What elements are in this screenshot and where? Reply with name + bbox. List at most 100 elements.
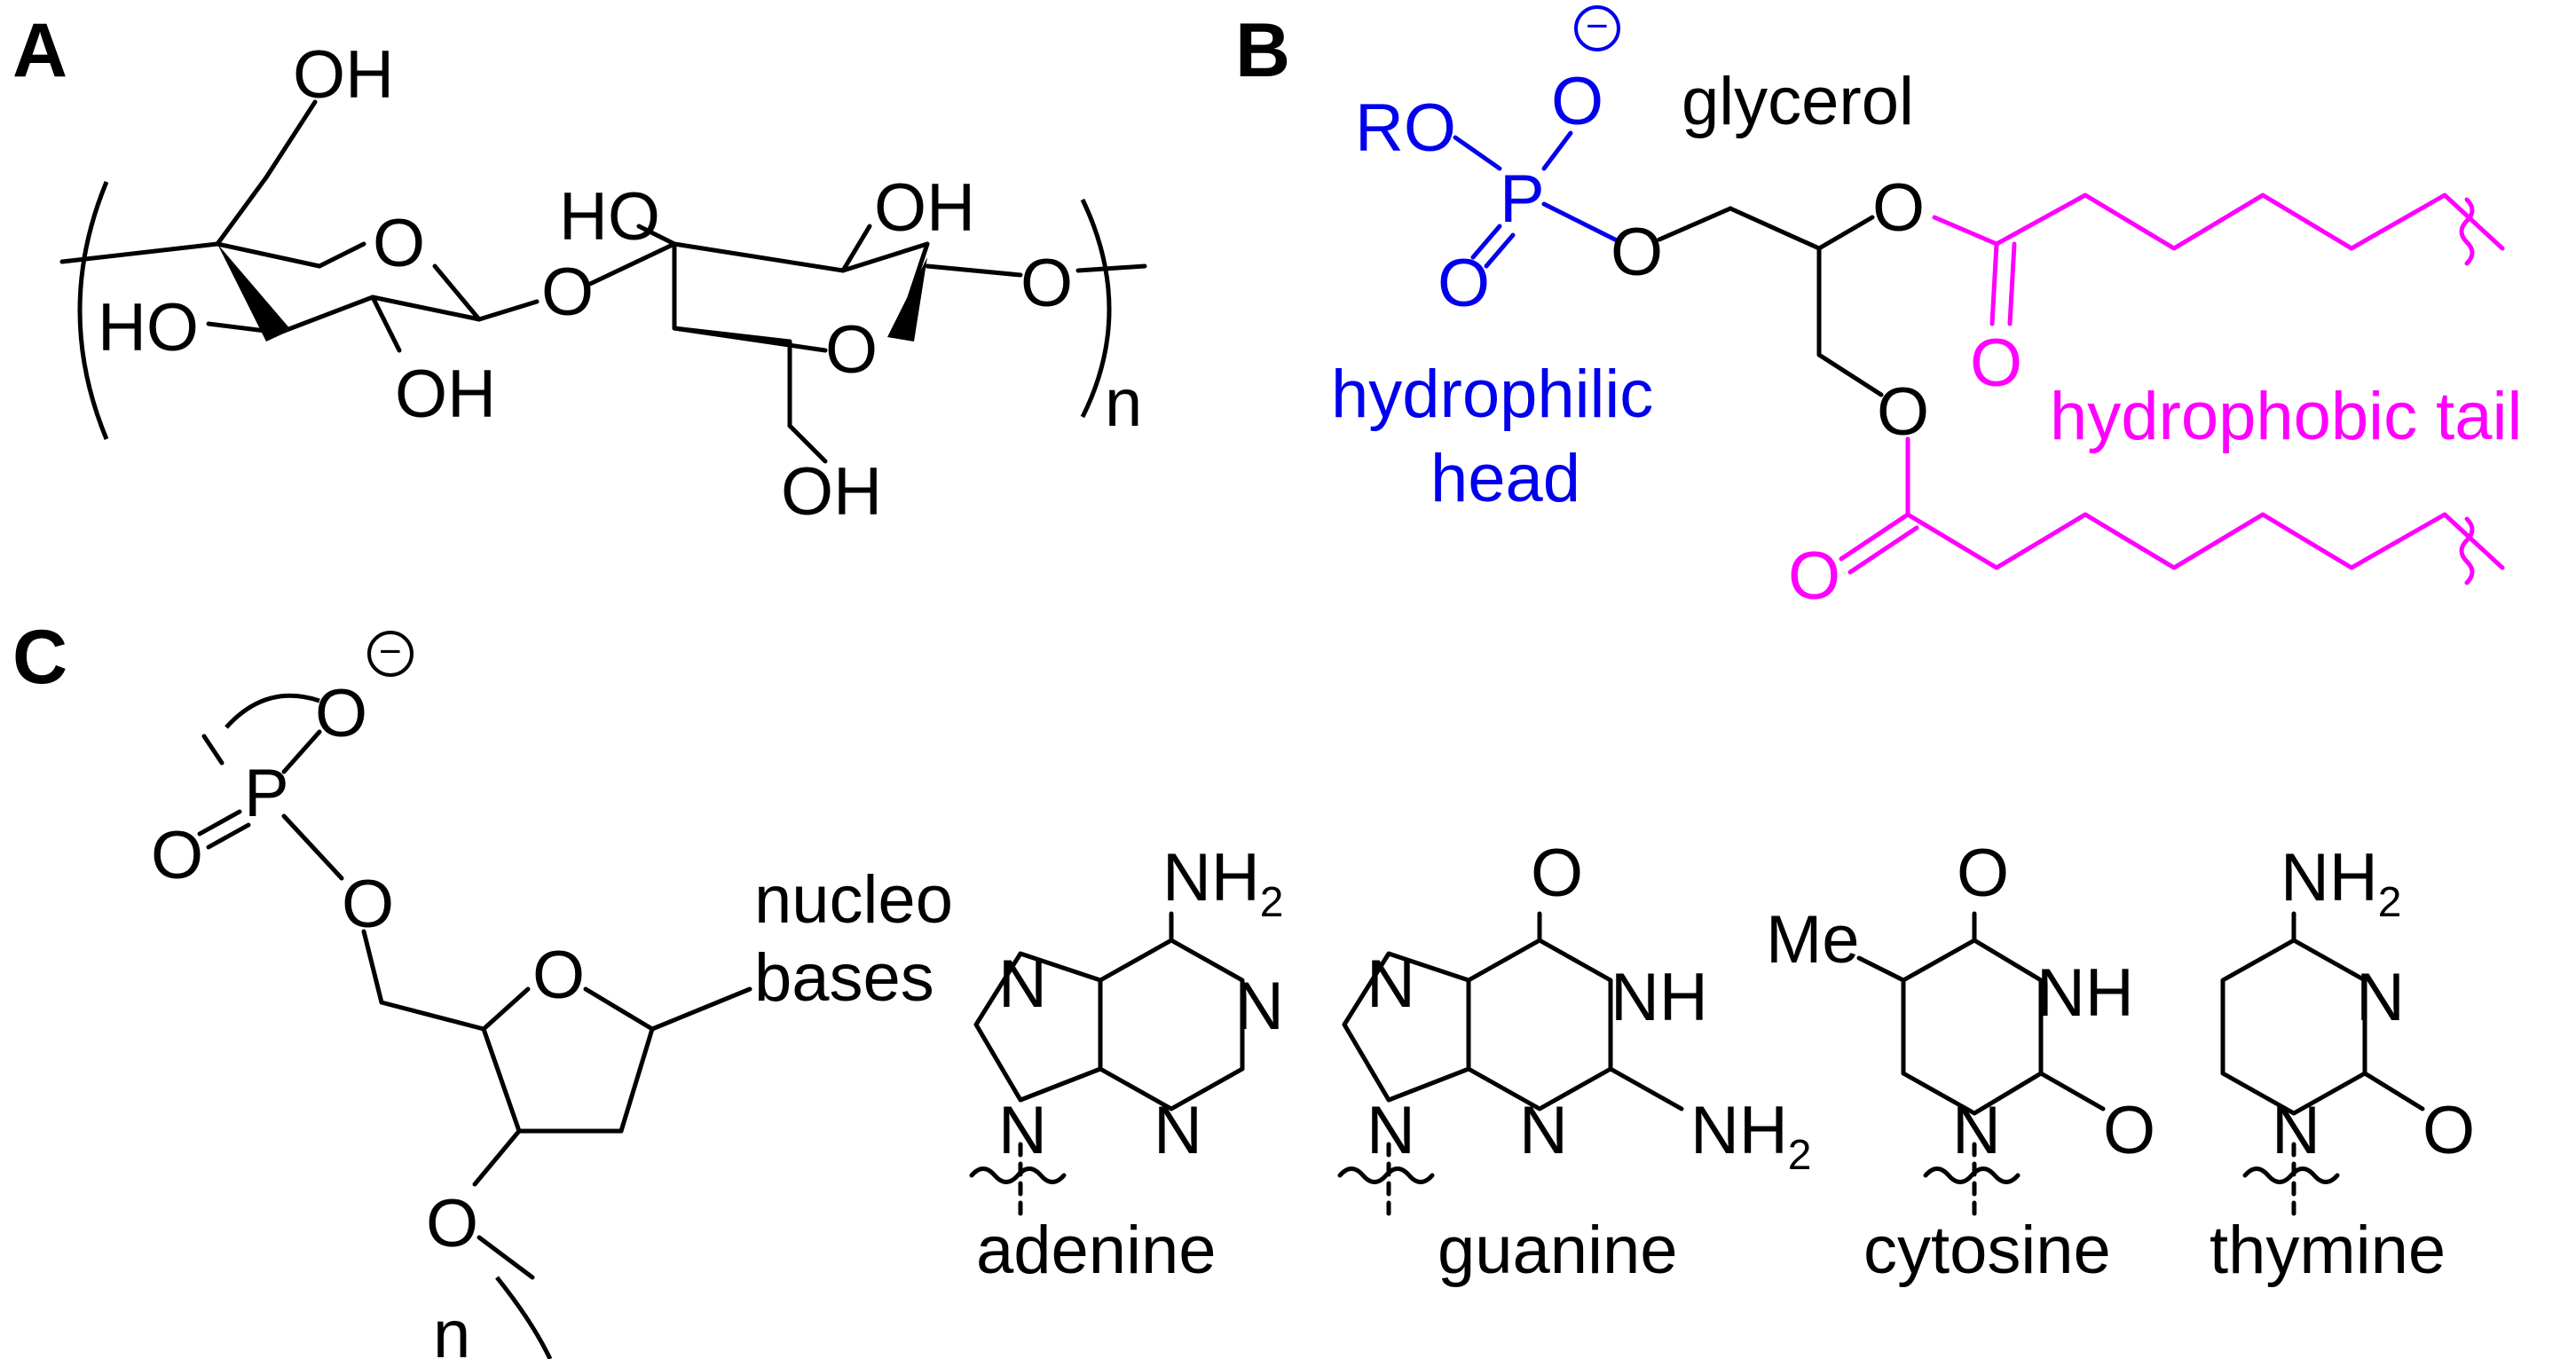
guanine-structure: O N NH N NH2 N guanine	[1337, 836, 1811, 1288]
thymine-label: thymine	[2210, 1213, 2446, 1288]
nitrogen: N	[1154, 1093, 1202, 1168]
fatty-chain-1	[1994, 192, 2505, 251]
nitrogen: N	[1952, 1093, 2001, 1168]
truncation-squiggle-icon	[2459, 516, 2475, 585]
ester-oxygen: O	[426, 1186, 478, 1261]
bond	[840, 241, 930, 273]
methyl-group: Me	[1766, 902, 1860, 978]
hydroxyl-group: OH	[395, 357, 496, 432]
fatty-chain-2	[1905, 512, 2505, 570]
attachment-squiggle-icon	[1337, 1167, 1435, 1184]
phosphorus: P	[1500, 161, 1545, 237]
ring-oxygen: O	[825, 312, 878, 388]
bond	[1453, 135, 1502, 171]
nitrogen: N	[1519, 1093, 1568, 1168]
bond	[370, 295, 482, 322]
ro-group: RO	[1355, 90, 1456, 166]
glycosidic-oxygen: O	[1020, 246, 1073, 321]
bond	[1470, 224, 1502, 260]
bond	[618, 1026, 655, 1134]
bond	[650, 986, 752, 1032]
panel-b-label: B	[1235, 8, 1290, 93]
bond	[281, 729, 322, 774]
cytosine-label: cytosine	[1863, 1213, 2111, 1288]
bond	[277, 295, 375, 335]
repeat-n: n	[433, 1297, 470, 1359]
bond	[481, 1026, 522, 1134]
attachment-squiggle-icon	[1923, 1167, 2021, 1184]
carbonyl-oxygen: O	[1957, 836, 2009, 911]
imine-nh: NH	[1611, 960, 1708, 1035]
bond	[2038, 1071, 2106, 1112]
hydroxyl-group: HO	[98, 290, 199, 365]
pyrimidine-ring	[1901, 938, 2044, 1116]
bond	[361, 929, 384, 1005]
bond	[1484, 232, 1516, 269]
bond	[1856, 955, 1906, 983]
hydroxyl-group: OH	[293, 37, 394, 113]
phosphate-oxygen: O	[315, 676, 367, 751]
amino-group: NH2	[1690, 1093, 1811, 1179]
bond	[1847, 525, 1919, 575]
pyrimidine-ring	[2220, 938, 2367, 1116]
pyrimidine-ring	[1098, 938, 1245, 1112]
ester-oxygen: O	[1877, 374, 1929, 450]
negative-charge-icon	[367, 631, 414, 677]
wedge-bond	[887, 257, 927, 342]
bond	[1816, 215, 1875, 251]
panel-c: C O P O O − O O n nucleo bases NH2	[12, 615, 2475, 1359]
bond	[925, 263, 1023, 278]
imidazole-ring	[1342, 951, 1471, 1103]
amino-group: NH2	[1162, 840, 1283, 926]
bond	[370, 295, 402, 353]
negative-charge-icon	[1574, 5, 1620, 51]
bond	[317, 241, 366, 269]
bond	[481, 986, 531, 1032]
bond	[1541, 130, 1573, 171]
bond	[1932, 215, 1999, 247]
phosphate-oxygen: O	[1438, 246, 1490, 321]
charge-sign: −	[379, 630, 402, 673]
bond	[1541, 201, 1618, 242]
bond	[1608, 1066, 1684, 1112]
hydrophobic-tail-label: hydrophobic tail	[2050, 379, 2522, 454]
head-label: head	[1430, 441, 1580, 516]
bond	[477, 299, 540, 322]
bond	[206, 321, 282, 335]
bond	[636, 224, 677, 247]
nitrogen: N	[2356, 960, 2405, 1035]
panel-b: B RO P O O − O O O glycerol O O	[1235, 4, 2522, 614]
phosphate-oxygen: O	[1551, 64, 1603, 139]
bond	[281, 813, 344, 881]
nitrogen: N	[2272, 1093, 2320, 1168]
bond	[1839, 512, 1910, 562]
attachment-squiggle-icon	[969, 1167, 1067, 1184]
hydroxyl-group: OH	[874, 170, 975, 246]
bond	[201, 734, 225, 766]
bond	[432, 263, 482, 322]
hydroxyl-group: HO	[559, 179, 660, 255]
bond	[2007, 241, 2017, 326]
ring-oxygen: O	[373, 206, 425, 281]
hydrophilic-label: hydrophilic	[1331, 357, 1653, 432]
ring-oxygen: O	[532, 938, 585, 1013]
repeat-paren-right	[1080, 198, 1112, 419]
ester-oxygen: O	[342, 867, 394, 942]
pyrimidine-ring	[1466, 938, 1613, 1112]
glycosidic-oxygen: O	[541, 255, 594, 330]
bond	[583, 986, 655, 1032]
adenine-label: adenine	[976, 1213, 1217, 1288]
bond	[2362, 1071, 2425, 1112]
panel-a-label: A	[12, 8, 67, 93]
bond	[197, 809, 242, 837]
repeat-paren-bottom	[495, 1276, 553, 1359]
repeat-paren-left	[77, 181, 109, 440]
bond	[1075, 263, 1147, 273]
bond	[1728, 206, 1822, 251]
repeat-n: n	[1105, 365, 1142, 441]
bond	[59, 241, 220, 264]
bond	[1989, 241, 1999, 326]
nitrogen: N	[1235, 969, 1284, 1044]
carbonyl-oxygen: O	[1970, 326, 2022, 401]
bond	[672, 241, 846, 273]
